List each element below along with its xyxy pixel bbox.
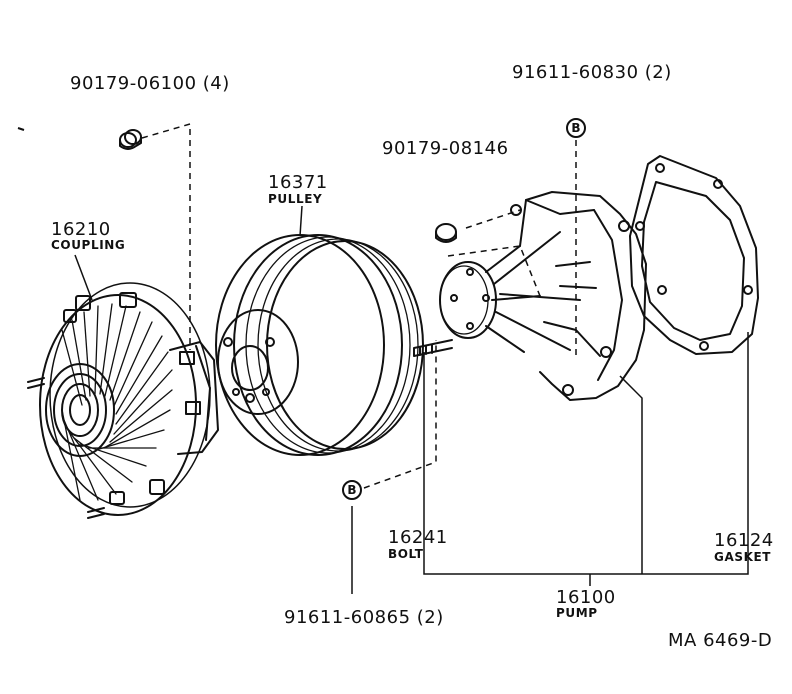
part-name-pump: PUMP [556, 606, 598, 620]
fan-coupling-drawing [27, 282, 219, 519]
leader-lines [74, 123, 749, 594]
part-name-gasket: GASKET [714, 550, 772, 564]
part-number-bolt-set: 90179-06100 (4) [70, 73, 230, 94]
part-number-pump: 16100 [556, 587, 616, 608]
nut-drawing [435, 223, 457, 243]
bolt-hardware-drawing [119, 129, 142, 150]
pulley-drawing [215, 234, 424, 456]
part-number-nut: 90179-08146 [382, 138, 509, 159]
part-number-gasket: 16124 [714, 530, 774, 551]
drawing-code: MA 6469-D [668, 630, 773, 651]
part-name-pulley: PULLEY [268, 192, 323, 206]
part-name-coupling: COUPLING [51, 238, 126, 252]
reference-marker-b-top: B [566, 118, 586, 138]
part-number-bolt: 16241 [388, 527, 448, 548]
part-number-coupling: 16210 [51, 219, 111, 240]
part-name-bolt: BOLT [388, 547, 424, 561]
gasket-drawing [629, 155, 759, 355]
water-pump-drawing [439, 191, 647, 401]
reference-marker-b-bottom: B [342, 480, 362, 500]
part-number-pulley: 16371 [268, 172, 328, 193]
part-number-bolt-b-top: 91611-60830 (2) [512, 62, 672, 83]
stud-bolt-drawing [413, 339, 453, 357]
part-number-bolt-b-bottom: 91611-60865 (2) [284, 607, 444, 628]
